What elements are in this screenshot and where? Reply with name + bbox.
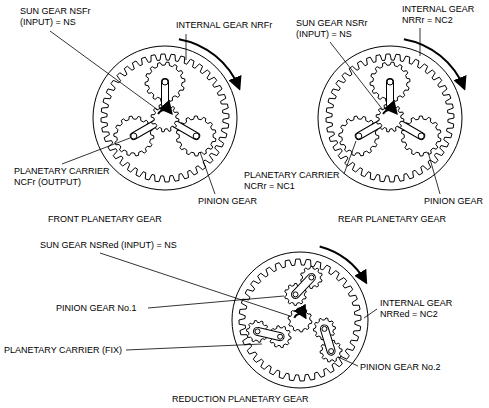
- part-label: SUN GEAR NSFr (INPUT) = NS: [20, 6, 100, 28]
- reduction-gear: [232, 247, 368, 388]
- pinion-pin: [278, 334, 283, 339]
- pinion-pin: [162, 79, 168, 85]
- ring-gear: [93, 46, 237, 190]
- pinion-gear: [401, 116, 441, 156]
- pinion-pin: [131, 133, 137, 139]
- figure-caption: REAR PLANETARY GEAR: [338, 214, 446, 225]
- leader-line: [200, 152, 215, 194]
- carrier-arm: [257, 331, 280, 336]
- pinion-pin: [255, 329, 260, 334]
- leader-line: [344, 141, 356, 174]
- carrier-arm: [295, 277, 311, 294]
- part-label: SUN GEAR NSRed (INPUT) = NS: [40, 240, 177, 251]
- leader-line: [428, 152, 440, 194]
- pinion-gear: [339, 116, 379, 156]
- pinion-pin: [418, 133, 424, 139]
- part-label: PLANETARY CARRIER (FIX): [4, 345, 122, 356]
- part-label: PINION GEAR No.1: [56, 303, 137, 314]
- planetary-gear: [318, 39, 464, 190]
- part-label: PLANETARY CARRIER NCFr (OUTPUT): [14, 166, 114, 188]
- leader-line: [50, 31, 158, 110]
- sun-gear: [288, 308, 312, 332]
- part-label: PINION GEAR: [198, 196, 257, 207]
- part-label: SUN GEAR NSRr (INPUT) = NS: [296, 18, 376, 40]
- carrier-arm: [324, 329, 331, 351]
- leader-line: [364, 309, 377, 318]
- internal-teeth: [101, 54, 229, 182]
- internal-teeth: [326, 54, 454, 182]
- leader-line: [186, 34, 187, 60]
- carrier-arm: [257, 331, 280, 336]
- pinion-pin: [293, 292, 298, 297]
- part-label: PINION GEAR: [424, 196, 483, 207]
- leader-line: [62, 138, 130, 164]
- figure-caption: REDUCTION PLANETARY GEAR: [172, 394, 309, 405]
- leader-line: [420, 28, 421, 56]
- pinion-pin: [356, 133, 362, 139]
- gear-group: [93, 39, 464, 388]
- pinion-gear: [176, 116, 216, 156]
- planetary-gear: [93, 39, 239, 190]
- part-label: INTERNAL GEAR NRRr = NC2: [402, 4, 482, 26]
- leader-line: [338, 357, 358, 366]
- part-label: PLANETARY CARRIER NCRr = NC1: [244, 170, 340, 192]
- pinion-pin: [309, 275, 314, 280]
- internal-teeth: [239, 259, 361, 381]
- pinion-gear: [114, 116, 154, 156]
- figure-caption: FRONT PLANETARY GEAR: [48, 214, 162, 225]
- leader-line: [126, 344, 262, 350]
- rotation-arrow: [158, 110, 171, 114]
- ring-gear: [232, 252, 368, 388]
- pinion-pin: [329, 349, 334, 354]
- ring-gear: [318, 46, 462, 190]
- rotation-arrow: [320, 247, 366, 282]
- pinion-pin: [387, 79, 393, 85]
- rotation-arrow: [294, 314, 305, 318]
- carrier-arm: [324, 329, 331, 351]
- pinion-pin: [322, 326, 327, 331]
- part-label: INTERNAL GEAR NRRed = NC2: [380, 298, 460, 320]
- leader-line: [148, 296, 284, 308]
- sun-gear: [376, 104, 404, 132]
- rotation-arrow: [404, 39, 464, 88]
- part-label: INTERNAL GEAR NRFr: [176, 20, 272, 31]
- leader-line: [330, 42, 383, 110]
- part-label: PINION GEAR No.2: [360, 362, 441, 373]
- pinion-pin: [193, 133, 199, 139]
- rotation-arrow: [383, 110, 396, 114]
- carrier-arm: [295, 277, 311, 294]
- rotation-arrow: [179, 39, 239, 88]
